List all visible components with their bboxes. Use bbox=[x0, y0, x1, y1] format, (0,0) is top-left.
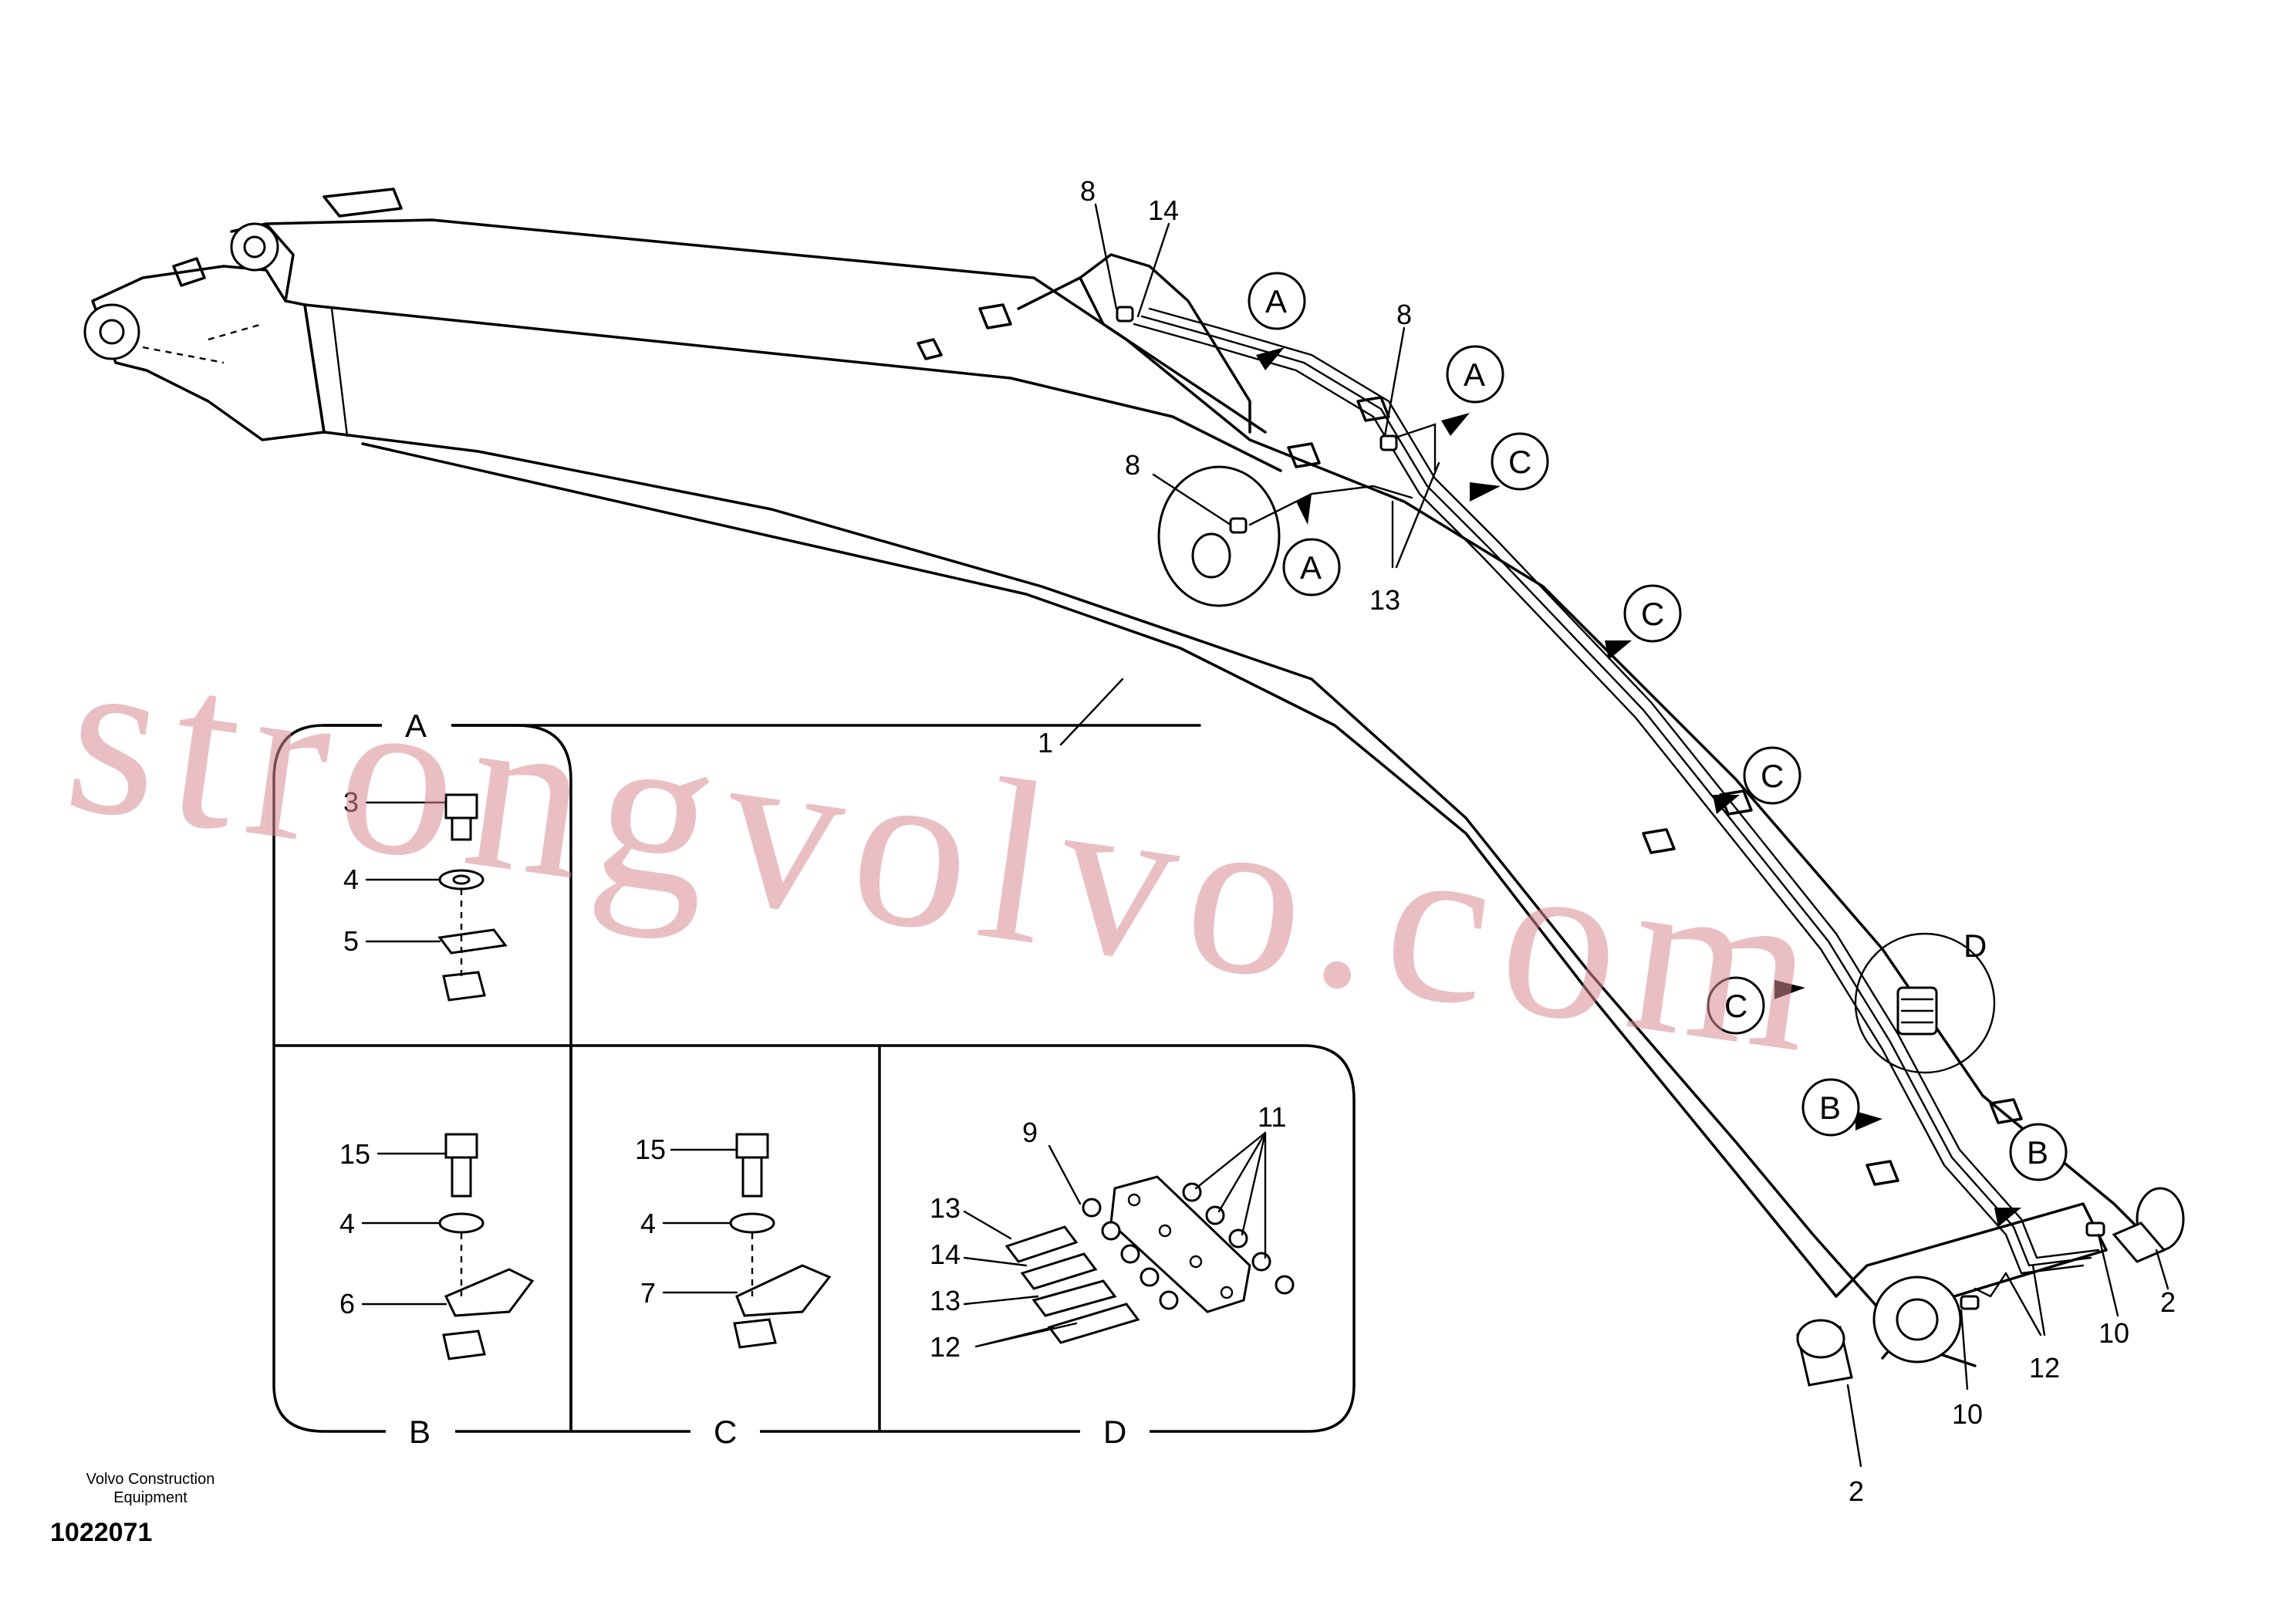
callout-numbers: 1 8 14 8 8 13 2 2 10 10 12 bbox=[1038, 175, 2176, 1507]
panel-b-label-6: 6 bbox=[339, 1288, 355, 1320]
panel-c-label-7: 7 bbox=[640, 1277, 656, 1309]
view-ref-c3: C bbox=[1761, 758, 1784, 794]
detail-panels-frame bbox=[272, 710, 1356, 1447]
panel-title-d: D bbox=[1103, 1414, 1126, 1450]
panel-c-parts: 15 4 7 bbox=[635, 1133, 832, 1349]
callout-10b: 10 bbox=[2098, 1317, 2129, 1349]
panel-title-a: A bbox=[405, 708, 427, 744]
view-ref-a2: A bbox=[1464, 357, 1485, 393]
panel-b-parts: 15 4 6 bbox=[339, 1133, 535, 1360]
callout-12: 12 bbox=[2029, 1352, 2060, 1384]
panel-d-label-12: 12 bbox=[930, 1331, 961, 1363]
callout-8a: 8 bbox=[1080, 175, 1096, 207]
view-ref-c1: C bbox=[1508, 444, 1531, 480]
callout-8b: 8 bbox=[1396, 299, 1412, 330]
drawing-number: 1022071 bbox=[50, 1518, 153, 1547]
watermark: strongvolvo.com bbox=[54, 602, 1843, 1103]
view-ref-b1: B bbox=[1819, 1090, 1841, 1126]
panel-a-label-3: 3 bbox=[343, 786, 359, 818]
panel-d-label-13b: 13 bbox=[930, 1285, 961, 1316]
panel-c-label-15: 15 bbox=[635, 1134, 666, 1165]
hose-bundle bbox=[1133, 307, 2100, 1298]
panel-d-parts: 9 11 13 14 13 12 bbox=[930, 1101, 1295, 1363]
panel-b-label-15: 15 bbox=[339, 1138, 370, 1170]
panel-title-c: C bbox=[714, 1414, 737, 1450]
panel-a-parts: 3 4 5 bbox=[343, 786, 508, 1002]
callout-13: 13 bbox=[1369, 584, 1400, 616]
view-ref-a3: A bbox=[1300, 549, 1322, 586]
panel-title-b: B bbox=[409, 1414, 430, 1450]
callout-10a: 10 bbox=[1952, 1398, 1983, 1430]
callout-2b: 2 bbox=[2160, 1286, 2176, 1318]
view-ref-bubbles: A A A C C C C B B D bbox=[1248, 272, 2068, 1181]
view-ref-a1: A bbox=[1265, 283, 1287, 319]
panel-b-label-4: 4 bbox=[339, 1208, 355, 1239]
panel-d-label-11: 11 bbox=[1258, 1101, 1286, 1133]
view-arrows bbox=[1256, 347, 2021, 1227]
view-ref-c4: C bbox=[1724, 988, 1747, 1024]
view-ref-b2: B bbox=[2027, 1134, 2048, 1171]
view-ref-d1: D bbox=[1963, 928, 1987, 964]
callout-8c: 8 bbox=[1125, 449, 1140, 481]
panel-a-label-4: 4 bbox=[343, 863, 359, 895]
panel-a-label-5: 5 bbox=[343, 925, 359, 957]
callout-1: 1 bbox=[1038, 727, 1053, 759]
detail-d-block bbox=[1896, 986, 1938, 1036]
title-block: Volvo Construction Equipment 1022071 bbox=[42, 1470, 258, 1548]
fittings bbox=[1116, 306, 2105, 1310]
panel-c-label-4: 4 bbox=[640, 1208, 656, 1239]
panel-d-label-14: 14 bbox=[930, 1238, 961, 1270]
manufacturer-line-2: Equipment bbox=[113, 1489, 187, 1506]
detail-d-circle bbox=[1854, 932, 1996, 1074]
panel-d-label-9: 9 bbox=[1022, 1117, 1038, 1148]
callout-2a: 2 bbox=[1849, 1475, 1864, 1507]
callout-14: 14 bbox=[1148, 194, 1179, 226]
boom-body bbox=[83, 188, 2185, 1387]
leader-lines bbox=[1059, 203, 2169, 1468]
manufacturer-line-1: Volvo Construction bbox=[86, 1471, 215, 1488]
view-ref-c2: C bbox=[1641, 596, 1664, 632]
panel-d-label-13a: 13 bbox=[930, 1192, 961, 1224]
